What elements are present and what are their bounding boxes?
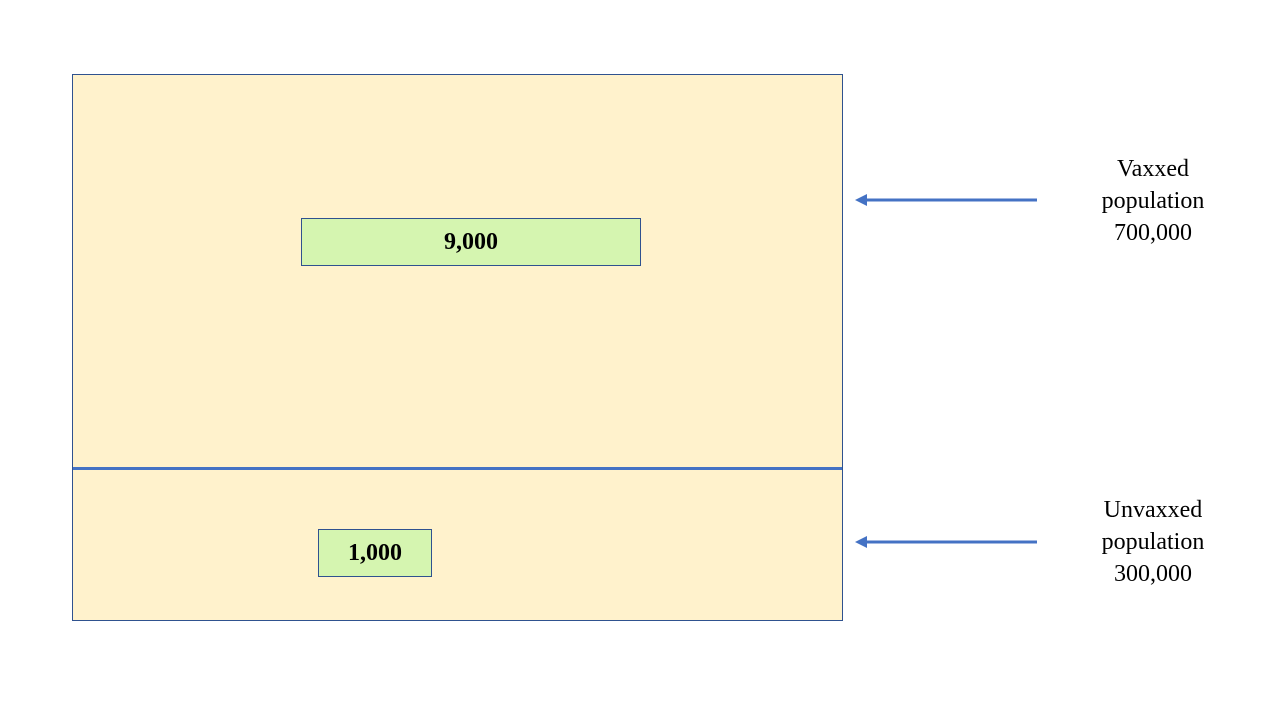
unvaxxed-label-line3: 300,000 — [1114, 561, 1192, 587]
total-population-box: 9,000 1,000 — [72, 74, 843, 621]
vaxxed-label-line2: population — [1101, 188, 1205, 214]
unvaxxed-count-value: 1,000 — [348, 539, 402, 566]
vaxxed-label-line1: Vaxxed — [1117, 156, 1189, 182]
vaxxed-population-label: Vaxxed population 700,000 — [1063, 153, 1243, 249]
vaxxed-count-box: 9,000 — [301, 218, 641, 266]
population-divider-line — [73, 467, 842, 470]
vaxxed-count-value: 9,000 — [444, 228, 498, 255]
unvaxxed-arrow-icon — [855, 536, 1037, 548]
vaxxed-arrow-icon — [855, 194, 1037, 206]
unvaxxed-label-line2: population — [1101, 529, 1205, 555]
vaxxed-label-line3: 700,000 — [1114, 220, 1192, 246]
unvaxxed-population-label: Unvaxxed population 300,000 — [1063, 494, 1243, 590]
unvaxxed-count-box: 1,000 — [318, 529, 432, 577]
unvaxxed-label-line1: Unvaxxed — [1103, 497, 1203, 523]
